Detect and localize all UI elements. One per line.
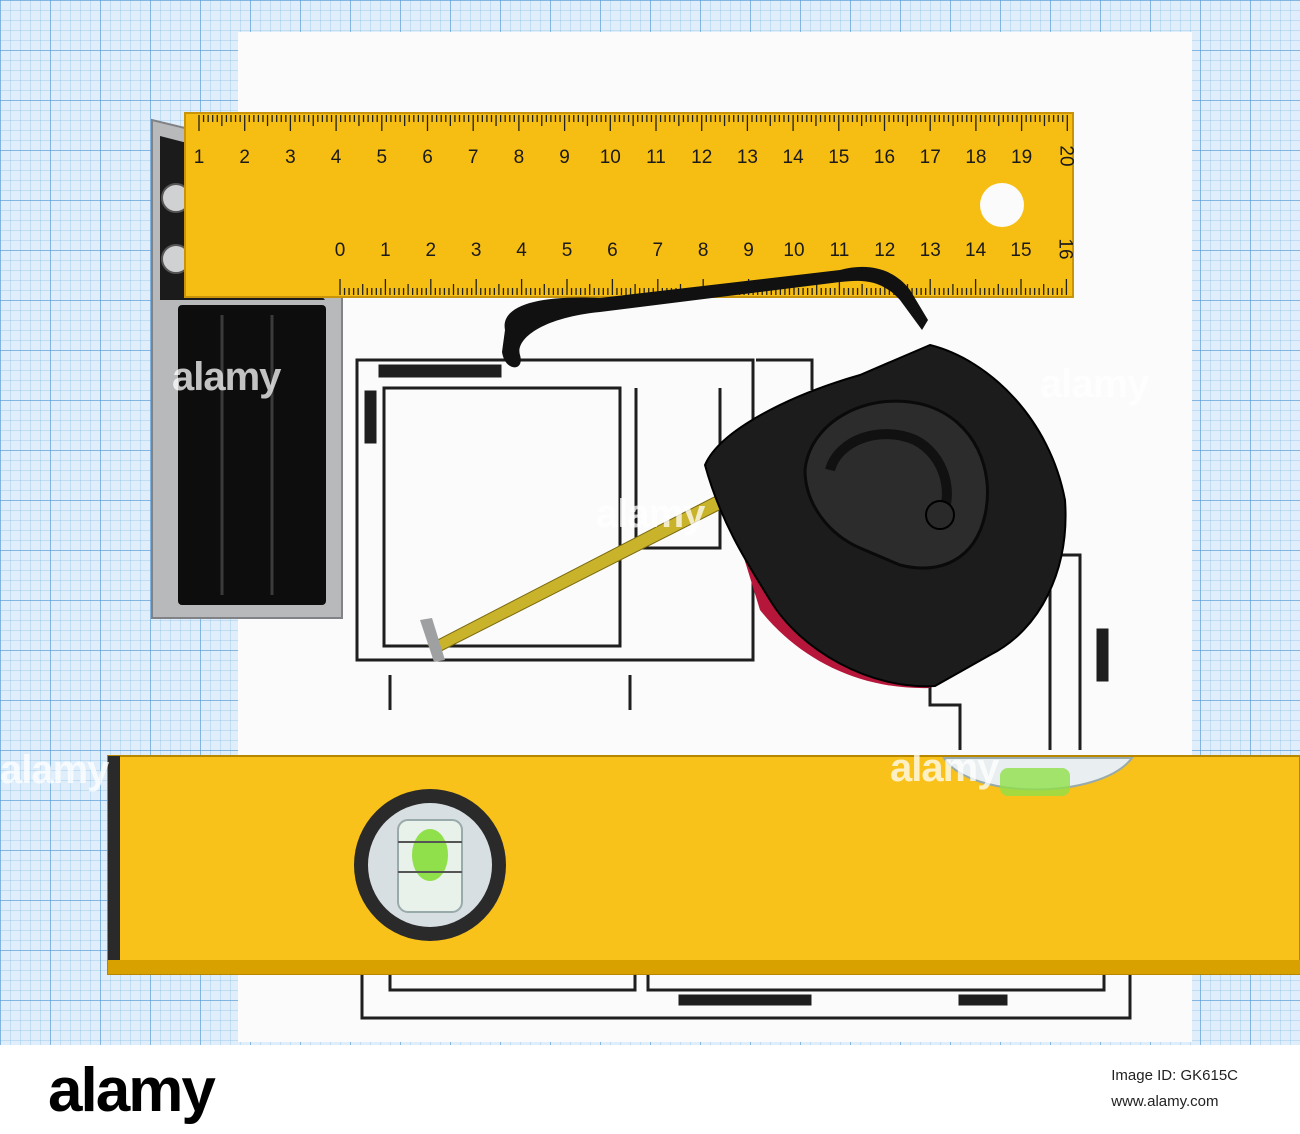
scale-label: 16 xyxy=(874,147,895,168)
scale-label: 6 xyxy=(607,240,618,261)
image-id: Image ID: GK615C xyxy=(1111,1067,1238,1084)
tape-measure xyxy=(420,266,1067,689)
scale-label: 5 xyxy=(562,240,573,261)
scale-label: 10 xyxy=(783,240,804,261)
scale-label: 9 xyxy=(743,240,754,261)
scale-label: 10 xyxy=(600,147,621,168)
scale-label: 1 xyxy=(194,147,205,168)
scale-label: 8 xyxy=(514,147,525,168)
scale-label: 20 xyxy=(1055,145,1076,166)
horizontal-vial xyxy=(1000,768,1070,796)
scale-label: 9 xyxy=(559,147,570,168)
scale-label: 4 xyxy=(331,147,342,168)
scale-label: 15 xyxy=(1010,240,1031,261)
spirit-level xyxy=(107,755,1300,975)
scale-label: 13 xyxy=(920,240,941,261)
scale-label: 3 xyxy=(471,240,482,261)
scale-label: 17 xyxy=(920,147,941,168)
bubble xyxy=(412,829,448,881)
hang-hole xyxy=(980,183,1024,227)
site-url[interactable]: www.alamy.com xyxy=(1111,1093,1219,1110)
top-scale-ticks xyxy=(198,115,1068,131)
scale-label: 15 xyxy=(828,147,849,168)
watermark: alamy xyxy=(1040,362,1149,406)
scale-label: 2 xyxy=(426,240,437,261)
scale-label: 7 xyxy=(653,240,664,261)
scale-label: 12 xyxy=(691,147,712,168)
scale-label: 11 xyxy=(830,240,850,261)
scale-label: 14 xyxy=(783,147,805,168)
scale-label: 3 xyxy=(285,147,296,168)
scale-label: 12 xyxy=(874,240,895,261)
scale-label: 19 xyxy=(1011,147,1032,168)
watermark: alamy xyxy=(596,492,705,536)
scale-label: 18 xyxy=(965,147,986,168)
watermark: alamy xyxy=(172,355,281,399)
image-meta: Image ID: GK615C www.alamy.com xyxy=(1111,1063,1238,1115)
scale-label: 14 xyxy=(965,240,987,261)
brand-logo[interactable]: alamy xyxy=(48,1056,216,1125)
scale-label: 5 xyxy=(377,147,388,168)
footer: alamy Image ID: GK615C www.alamy.com xyxy=(0,1045,1300,1134)
scale-label: 16 xyxy=(1054,238,1075,259)
watermark: alamy xyxy=(0,748,109,792)
scale-label: 1 xyxy=(380,240,391,261)
scale-label: 4 xyxy=(516,240,527,261)
scale-label: 11 xyxy=(646,147,666,168)
scale-label: 6 xyxy=(422,147,433,168)
watermark: alamy xyxy=(890,746,999,790)
scale-label: 7 xyxy=(468,147,479,168)
scale-label: 13 xyxy=(737,147,758,168)
scale-label: 0 xyxy=(335,240,346,261)
scale-label: 8 xyxy=(698,240,709,261)
scale-label: 2 xyxy=(239,147,250,168)
